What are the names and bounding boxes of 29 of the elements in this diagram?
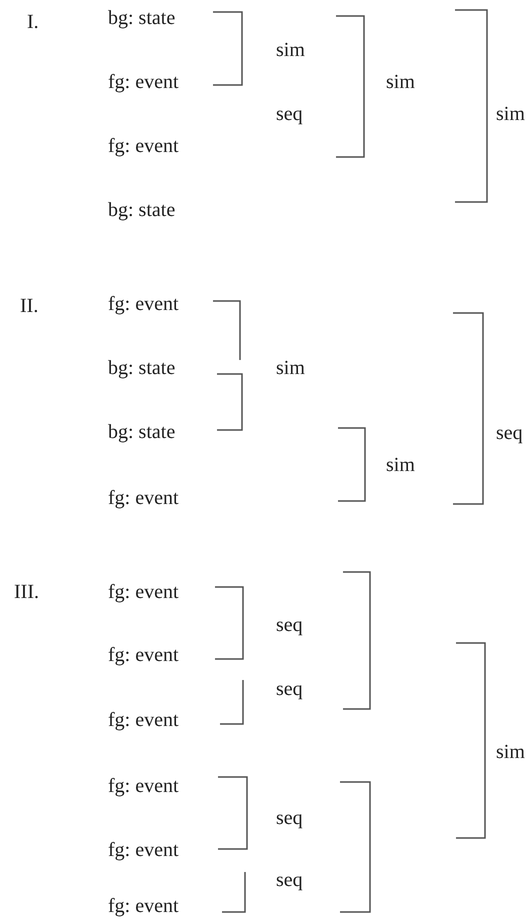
- section-numeral: III.: [14, 582, 39, 602]
- diagram-label: fg: event: [108, 776, 179, 796]
- diagram-label: seq: [276, 808, 303, 828]
- diagram-label: bg: state: [108, 8, 176, 28]
- diagram-label: fg: event: [108, 136, 179, 156]
- diagram-label: sim: [386, 455, 415, 475]
- section-numeral: I.: [27, 12, 39, 32]
- diagram-label: fg: event: [108, 488, 179, 508]
- diagram-label: seq: [276, 104, 303, 124]
- diagram-label: fg: event: [108, 896, 179, 916]
- diagram-label: bg: state: [108, 200, 176, 220]
- diagram-label: seq: [276, 870, 303, 890]
- diagram-label: fg: event: [108, 294, 179, 314]
- diagram-label: sim: [386, 72, 415, 92]
- diagram-label: seq: [496, 423, 523, 443]
- diagram-label: fg: event: [108, 840, 179, 860]
- diagram-label: fg: event: [108, 582, 179, 602]
- diagram-label: fg: event: [108, 72, 179, 92]
- diagram-label: seq: [276, 679, 303, 699]
- diagram-label: sim: [496, 742, 525, 762]
- diagram-label: sim: [276, 358, 305, 378]
- diagram-label: sim: [276, 40, 305, 60]
- diagram-label: bg: state: [108, 358, 176, 378]
- diagram-label: fg: event: [108, 645, 179, 665]
- section-numeral: II.: [20, 296, 38, 316]
- diagram-label: bg: state: [108, 422, 176, 442]
- diagram-label: fg: event: [108, 710, 179, 730]
- diagram-label: seq: [276, 615, 303, 635]
- diagram-label: sim: [496, 104, 525, 124]
